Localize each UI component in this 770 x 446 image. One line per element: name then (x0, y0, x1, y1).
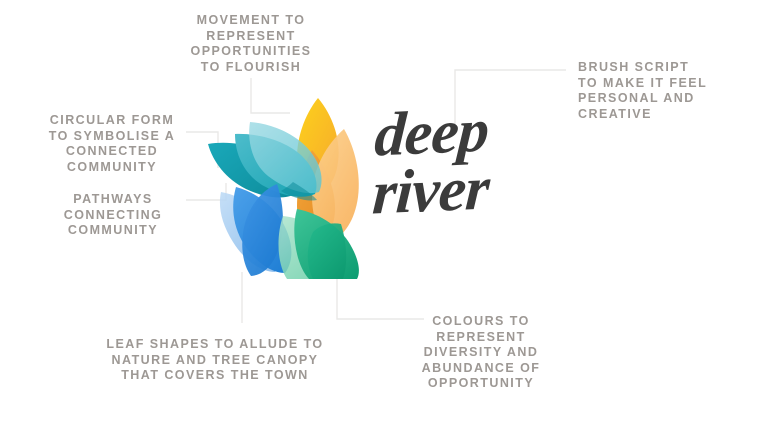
annotation-label-leaf-shapes: LEAF SHAPES TO ALLUDE TO NATURE AND TREE… (106, 337, 324, 383)
petal-peach-front (312, 129, 359, 243)
annotation-label-brush-script: BRUSH SCRIPT TO MAKE IT FEEL PERSONAL AN… (578, 60, 708, 121)
annotation-label-movement: MOVEMENT TO REPRESENT OPPORTUNITIES TO F… (190, 13, 312, 74)
annotation-label-pathways: PATHWAYS CONNECTING COMMUNITY (63, 192, 163, 238)
petal-group-teal (208, 122, 322, 201)
leaf-rosette-mark (205, 84, 380, 279)
petal-group-green (278, 209, 359, 279)
petal-teal-accent (281, 182, 317, 201)
wordmark: deep river (370, 97, 543, 252)
annotation-label-circular-form: CIRCULAR FORM TO SYMBOLISE A CONNECTED C… (48, 113, 176, 174)
petal-group-blue (219, 184, 292, 276)
petal-blue-front (242, 184, 283, 276)
annotation-label-colours: COLOURS TO REPRESENT DIVERSITY AND ABUND… (421, 314, 541, 391)
petal-green-front (307, 223, 347, 279)
deep-river-logo: deep river (205, 84, 535, 284)
wordmark-line-river: river (370, 154, 491, 228)
petal-teal-light (249, 122, 322, 194)
